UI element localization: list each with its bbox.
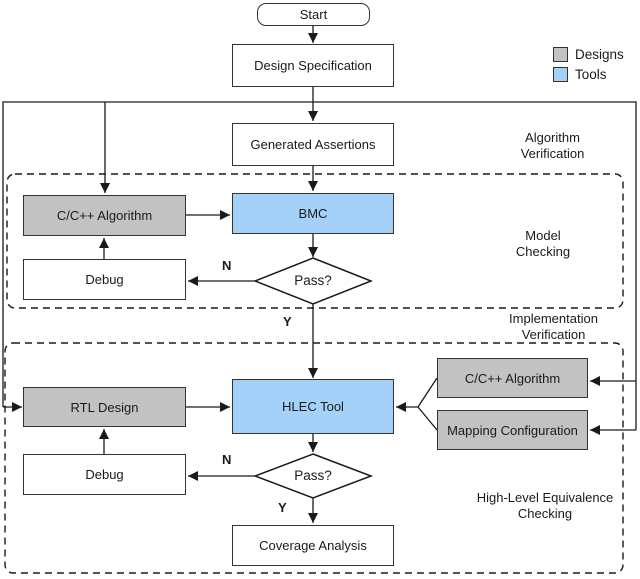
model-checking-dashed-box	[6, 173, 624, 309]
region-label-line: Checking	[517, 506, 573, 521]
node-cpp-algorithm-impl: C/C++ Algorithm	[437, 358, 588, 398]
label-pass-impl: Pass?	[294, 468, 332, 483]
edge-fork-into-hlec	[417, 377, 438, 431]
node-coverage-analysis: Coverage Analysis	[232, 525, 394, 566]
node-start: Start	[257, 3, 370, 26]
node-generated-assertions: Generated Assertions	[232, 123, 394, 166]
region-label-line: Verification	[521, 327, 586, 342]
tools-swatch-icon	[553, 66, 568, 82]
region-label-hlec-checking: High-Level Equivalence Checking	[452, 490, 638, 522]
edge-label-no-model: N	[222, 258, 232, 273]
label-pass-model: Pass?	[294, 273, 332, 288]
edge-label-yes-model: Y	[283, 314, 292, 329]
decision-pass-model	[252, 257, 374, 305]
node-debug-model: Debug	[23, 259, 186, 300]
region-label-algorithm-verification: Algorithm Verification	[490, 130, 615, 162]
region-label-line: Algorithm	[525, 130, 580, 145]
node-cpp-algorithm-model: C/C++ Algorithm	[23, 195, 186, 236]
node-mapping-configuration: Mapping Configuration	[437, 410, 588, 450]
designs-swatch-icon	[553, 46, 568, 62]
outer-routing-line	[2, 101, 637, 430]
region-label-implementation-verification: Implementation Verification	[491, 311, 616, 343]
legend-row-designs: Designs	[553, 46, 624, 62]
legend-row-tools: Tools	[553, 66, 624, 82]
node-rtl-design: RTL Design	[23, 387, 186, 427]
legend-designs-label: Designs	[575, 46, 624, 62]
edge-label-no-impl: N	[222, 452, 232, 467]
region-label-line: Verification	[520, 146, 585, 161]
region-label-line: High-Level Equivalence	[476, 490, 614, 505]
node-bmc: BMC	[232, 193, 394, 234]
edge-label-yes-impl: Y	[278, 500, 287, 515]
hlec-dashed-box	[4, 342, 624, 574]
node-design-specification: Design Specification	[232, 44, 394, 87]
decision-pass-impl	[252, 453, 374, 499]
legend-tools-label: Tools	[575, 66, 607, 82]
legend: Designs Tools	[553, 46, 624, 87]
region-label-line: Implementation	[509, 311, 598, 326]
node-debug-impl: Debug	[23, 454, 186, 495]
region-label-line: Model	[525, 228, 561, 243]
region-label-line: Checking	[515, 244, 571, 259]
region-label-model-checking: Model Checking	[483, 228, 603, 260]
node-hlec-tool: HLEC Tool	[232, 379, 394, 434]
